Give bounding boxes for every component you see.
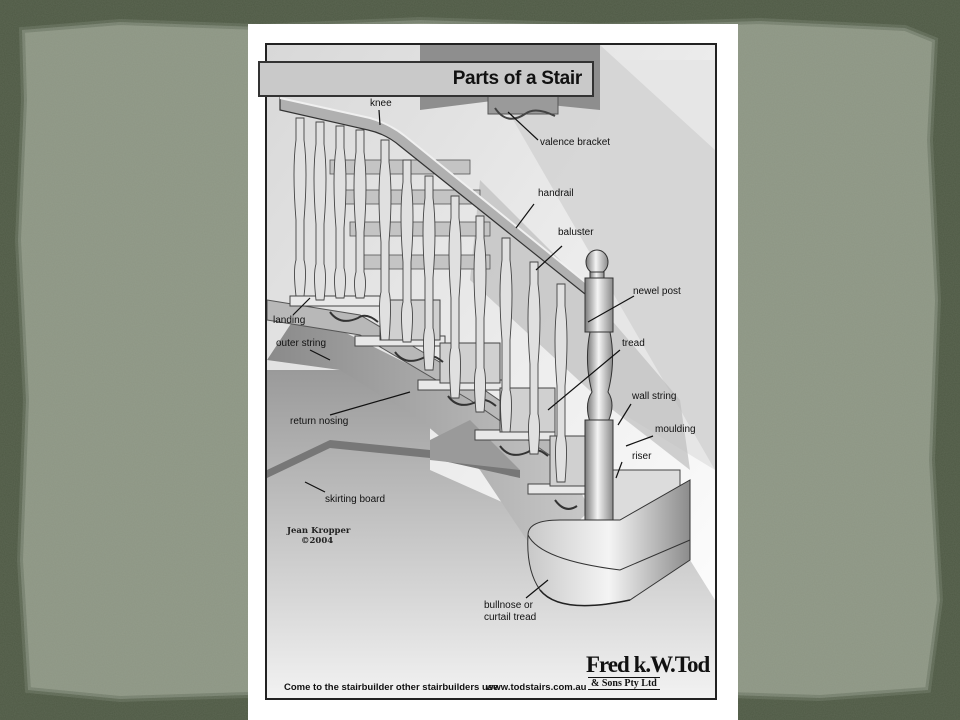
label-tread: tread	[622, 338, 645, 349]
poster-frame	[265, 43, 717, 700]
label-skirting-board: skirting board	[325, 494, 386, 505]
label-handrail: handrail	[538, 188, 574, 199]
stair-illustration	[267, 45, 715, 698]
label-newel-post: newel post	[633, 286, 681, 297]
poster-title-box: Parts of a Stair	[258, 61, 594, 97]
poster-title: Parts of a Stair	[452, 68, 583, 89]
label-bullnose: bullnose or curtail tread	[484, 600, 536, 624]
label-bullnose-line2: curtail tread	[484, 612, 537, 623]
brand-logo-name: Fred k.W.Tod	[586, 652, 710, 677]
label-knee: knee	[370, 98, 392, 109]
label-moulding: moulding	[655, 424, 696, 435]
artist-name: Jean Kropper	[287, 526, 351, 536]
label-return-nosing: return nosing	[290, 416, 349, 427]
artist-year: ©2004	[301, 536, 334, 546]
label-riser: riser	[632, 451, 652, 462]
label-wall-string: wall string	[632, 391, 677, 402]
footer-slogan: Come to the stairbuilder other stairbuil…	[284, 682, 499, 693]
footer-url: www.todstairs.com.au	[486, 682, 587, 693]
label-outer-string: outer string	[276, 338, 327, 349]
brand-logo-sub: & Sons Pty Ltd	[588, 677, 660, 690]
artist-signature: Jean Kropper ©2004	[287, 526, 350, 546]
label-bullnose-line1: bullnose or	[484, 600, 533, 611]
label-landing: landing	[273, 315, 306, 326]
label-baluster: baluster	[558, 227, 594, 238]
label-valence-bracket: valence bracket	[540, 137, 611, 148]
